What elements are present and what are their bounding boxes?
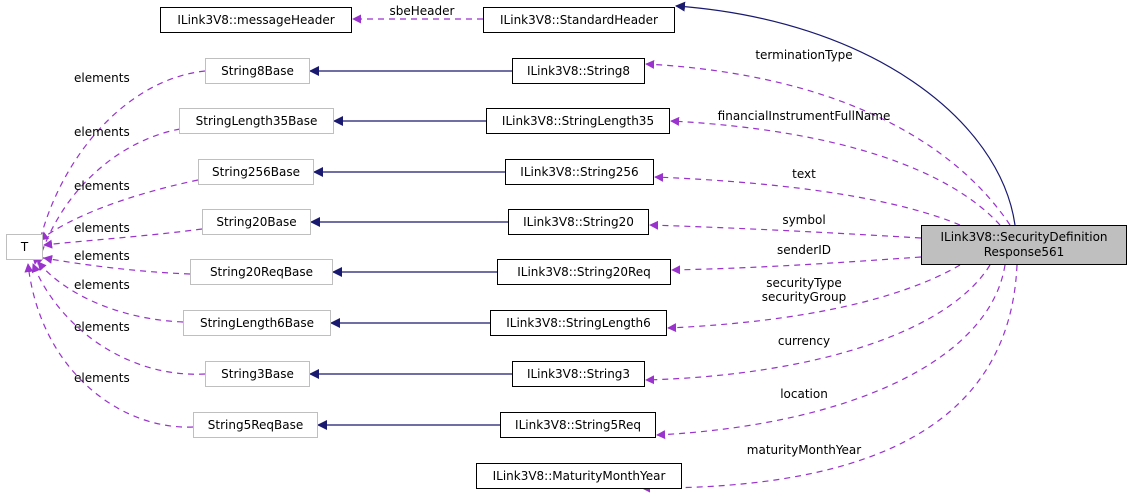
node-string8-base[interactable]: String8Base: [205, 58, 310, 84]
label-sbe-header: sbeHeader: [389, 4, 455, 18]
edge-elements-string5reqbase: [24, 263, 194, 428]
label-security-group: securityGroup: [761, 290, 847, 304]
node-security-definition-response561[interactable]: ILink3V8::SecurityDefinition Response561: [921, 225, 1127, 265]
node-stringlength6[interactable]: ILink3V8::StringLength6: [490, 310, 667, 336]
label-sender-id: senderID: [777, 243, 831, 257]
edge-elements-stringlength6base: [37, 261, 184, 323]
label-maturity-month-year: maturityMonthYear: [746, 443, 862, 457]
edge-currency: [645, 264, 991, 385]
label-termination-type: terminationType: [755, 48, 853, 62]
node-stringlength35[interactable]: ILink3V8::StringLength35: [486, 108, 670, 134]
node-template-param-t[interactable]: T: [6, 234, 43, 260]
label-elements-stringlength35base: elements: [74, 125, 130, 139]
edge-text: [654, 172, 961, 226]
node-string8[interactable]: ILink3V8::String8: [512, 58, 645, 84]
label-elements-string3base: elements: [74, 320, 130, 334]
edge-symbol: [649, 220, 922, 239]
label-elements-string256base: elements: [74, 179, 130, 193]
node-string20req[interactable]: ILink3V8::String20Req: [497, 259, 671, 285]
label-currency: currency: [777, 334, 831, 348]
edge-security-type-group: [667, 264, 961, 333]
node-stringlength6-base[interactable]: StringLength6Base: [183, 310, 331, 336]
edge-maturity-month-year: [641, 264, 1018, 493]
inheritance-edges: [309, 1, 1016, 430]
label-text: text: [792, 167, 816, 181]
label-elements-string5reqbase: elements: [74, 371, 130, 385]
label-security-type: securityType: [766, 276, 842, 290]
node-string3-base[interactable]: String3Base: [205, 361, 310, 387]
edge-elements-string8base: [31, 70, 206, 265]
edge-termination-type: [645, 59, 1011, 226]
edge-elements-string20base: [43, 228, 203, 249]
node-maturity-month-year[interactable]: ILink3V8::MaturityMonthYear: [476, 463, 682, 489]
label-location: location: [780, 387, 828, 401]
edge-sender-id: [671, 256, 922, 275]
main-node-line1: ILink3V8::SecurityDefinition: [940, 230, 1108, 244]
node-string256[interactable]: ILink3V8::String256: [505, 159, 654, 185]
node-string20-base[interactable]: String20Base: [202, 209, 311, 235]
node-string5req-base[interactable]: String5ReqBase: [193, 412, 318, 438]
node-string5req[interactable]: ILink3V8::String5Req: [500, 412, 656, 438]
edge-main-inherits-standardheader: [675, 1, 1016, 226]
label-elements-string20base: elements: [74, 221, 130, 235]
node-string3[interactable]: ILink3V8::String3: [512, 361, 645, 387]
label-financial-instrument-full-name: financialInstrumentFullName: [717, 109, 891, 123]
main-node-line2: Response561: [983, 245, 1065, 259]
node-message-header[interactable]: ILink3V8::messageHeader: [160, 7, 352, 33]
label-elements-stringlength6base: elements: [74, 278, 130, 292]
usage-edges: [24, 14, 1018, 493]
node-string20req-base[interactable]: String20ReqBase: [190, 259, 333, 285]
node-stringlength35-base[interactable]: StringLength35Base: [179, 108, 334, 134]
edge-financial-instrument-full-name: [670, 116, 1001, 226]
edge-elements-string3base: [31, 263, 206, 375]
label-elements-string8base: elements: [74, 71, 130, 85]
label-symbol: symbol: [782, 213, 826, 227]
node-string256-base[interactable]: String256Base: [198, 159, 314, 185]
node-standard-header[interactable]: ILink3V8::StandardHeader: [483, 7, 675, 33]
label-elements-string20reqbase: elements: [74, 249, 130, 263]
node-string20[interactable]: ILink3V8::String20: [508, 209, 649, 235]
